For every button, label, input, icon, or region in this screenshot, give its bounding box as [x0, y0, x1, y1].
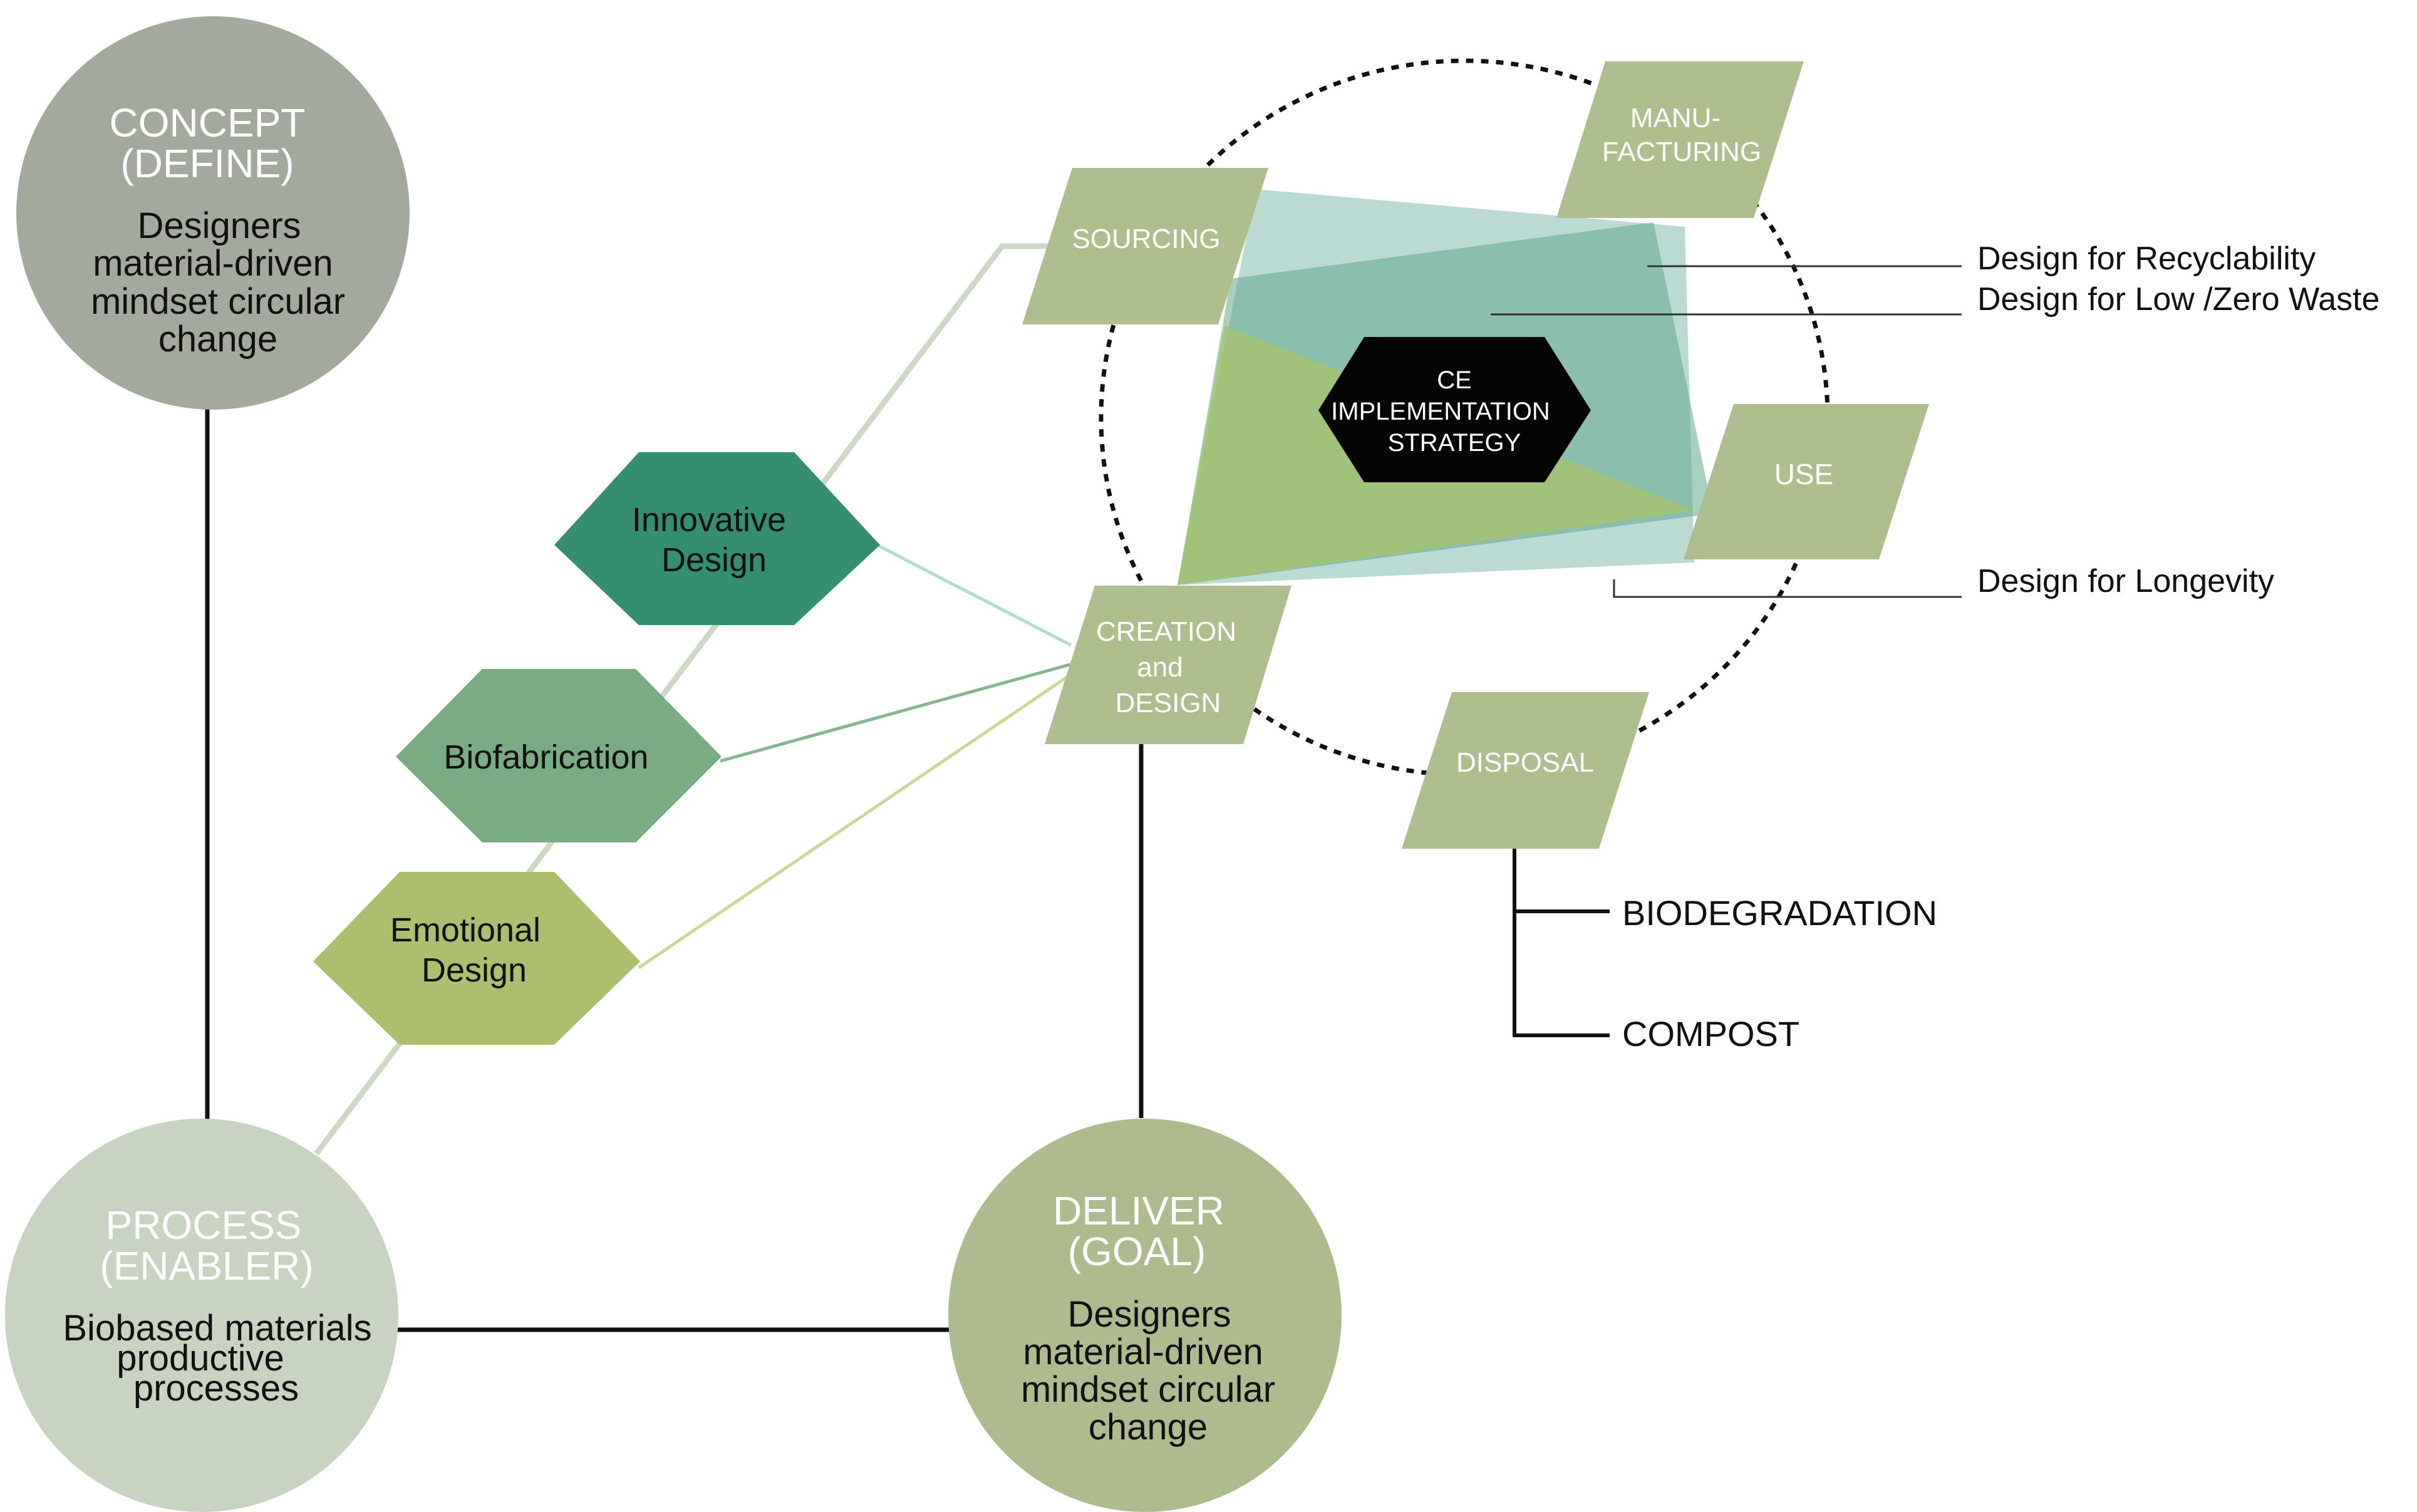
stage-creation-and-design: CREATION and DESIGN	[1045, 586, 1291, 744]
stage-manufacturing: MANU- FACTURING	[1556, 61, 1804, 218]
deliver-body-line1: Designers	[1067, 1294, 1231, 1335]
label-biodegradation: BIODEGRADATION	[1622, 893, 1937, 933]
concept-title-line1: CONCEPT	[110, 100, 306, 145]
stage-manufacturing-line1: MANU-	[1630, 103, 1721, 133]
hexagon-innovative-design: Innovative Design	[554, 452, 880, 625]
concept-title-line2: (DEFINE)	[120, 141, 294, 186]
longevity-leader	[1613, 579, 1962, 598]
stage-creation-line3: DESIGN	[1115, 688, 1221, 718]
annotation-lines	[1491, 265, 1962, 1037]
stage-disposal-label: DISPOSAL	[1456, 747, 1594, 778]
stage-disposal: DISPOSAL	[1402, 692, 1649, 849]
deliver-title-line1: DELIVER	[1053, 1188, 1224, 1233]
hexagon-biofabrication: Biofabrication	[396, 669, 722, 842]
stage-sourcing-shape	[1022, 168, 1268, 324]
deliver-circle: DELIVER (GOAL) Designers material-driven…	[948, 1119, 1342, 1512]
deliver-title-line2: (GOAL)	[1068, 1229, 1206, 1274]
ce-implementation-strategy: CE IMPLEMENTATION STRATEGY	[1318, 337, 1591, 482]
label-compost: COMPOST	[1622, 1014, 1799, 1054]
hexagon-innovative-line1: Innovative	[632, 501, 786, 539]
concept-circle-shape	[16, 16, 410, 410]
process-circle-shape	[5, 1119, 398, 1512]
stage-sourcing-label: SOURCING	[1072, 224, 1220, 254]
connectors	[205, 243, 1144, 1332]
process-body-line2: productive	[116, 1338, 284, 1379]
process-body-line3: processes	[133, 1368, 299, 1409]
stage-manufacturing-shape	[1556, 61, 1804, 218]
link-biofabrication-creation	[720, 662, 1073, 763]
process-circle: PROCESS (ENABLER) Biobased materials pro…	[5, 1119, 398, 1512]
concept-body-line3: mindset circular	[91, 281, 345, 322]
hexagon-emotional-line1: Emotional	[390, 911, 541, 949]
deliver-circle-shape	[948, 1119, 1342, 1512]
concept-body-line1: Designers	[137, 205, 301, 246]
process-title-line1: PROCESS	[106, 1203, 302, 1248]
stage-use-shape	[1684, 404, 1929, 559]
ce-line1: CE	[1437, 366, 1472, 394]
stage-manufacturing-line2: FACTURING	[1602, 137, 1761, 167]
disposal-outcome-connector	[1513, 847, 1610, 1037]
hexagon-emotional-design: Emotional Design	[313, 872, 640, 1045]
stage-creation-shape	[1045, 586, 1291, 744]
stage-creation-line2: and	[1137, 652, 1183, 683]
label-design-for-longevity: Design for Longevity	[1977, 563, 2274, 599]
link-emotional-creation	[638, 675, 1069, 970]
hexagon-innovative-shape	[554, 452, 880, 625]
process-body-line1: Biobased materials	[63, 1308, 371, 1349]
stage-use-label: USE	[1774, 458, 1834, 490]
deliver-body-line3: mindset circular	[1021, 1369, 1275, 1410]
concept-circle: CONCEPT (DEFINE) Designers material-driv…	[16, 16, 410, 410]
deliver-body-line4: change	[1089, 1407, 1208, 1447]
concept-body-line4: change	[158, 319, 277, 360]
hexagon-emotional-line2: Design	[422, 951, 527, 989]
ce-line3: STRATEGY	[1388, 429, 1521, 457]
ce-line2: IMPLEMENTATION	[1331, 398, 1550, 425]
hexagon-emotional-shape	[313, 872, 640, 1045]
concept-body-line2: material-driven	[93, 243, 333, 284]
label-design-for-recyclability: Design for Recyclability	[1977, 241, 2316, 277]
hexagon-biofabrication-shape	[396, 669, 722, 842]
chain-process-to-sourcing	[314, 243, 1065, 1156]
label-design-for-low-zero-waste: Design for Low /Zero Waste	[1977, 281, 2380, 318]
deliver-body-line2: material-driven	[1023, 1332, 1263, 1372]
stage-use: USE	[1684, 404, 1929, 559]
hexagon-biofabrication-line1: Biofabrication	[443, 738, 648, 776]
process-title-line2: (ENABLER)	[100, 1243, 313, 1288]
stage-sourcing: SOURCING	[1022, 168, 1268, 324]
ce-hexagon-shape	[1318, 337, 1591, 482]
hexagon-innovative-line2: Design	[661, 541, 767, 579]
stage-creation-line1: CREATION	[1096, 616, 1236, 647]
stage-disposal-shape	[1402, 692, 1649, 849]
link-innovative-creation	[876, 543, 1072, 647]
